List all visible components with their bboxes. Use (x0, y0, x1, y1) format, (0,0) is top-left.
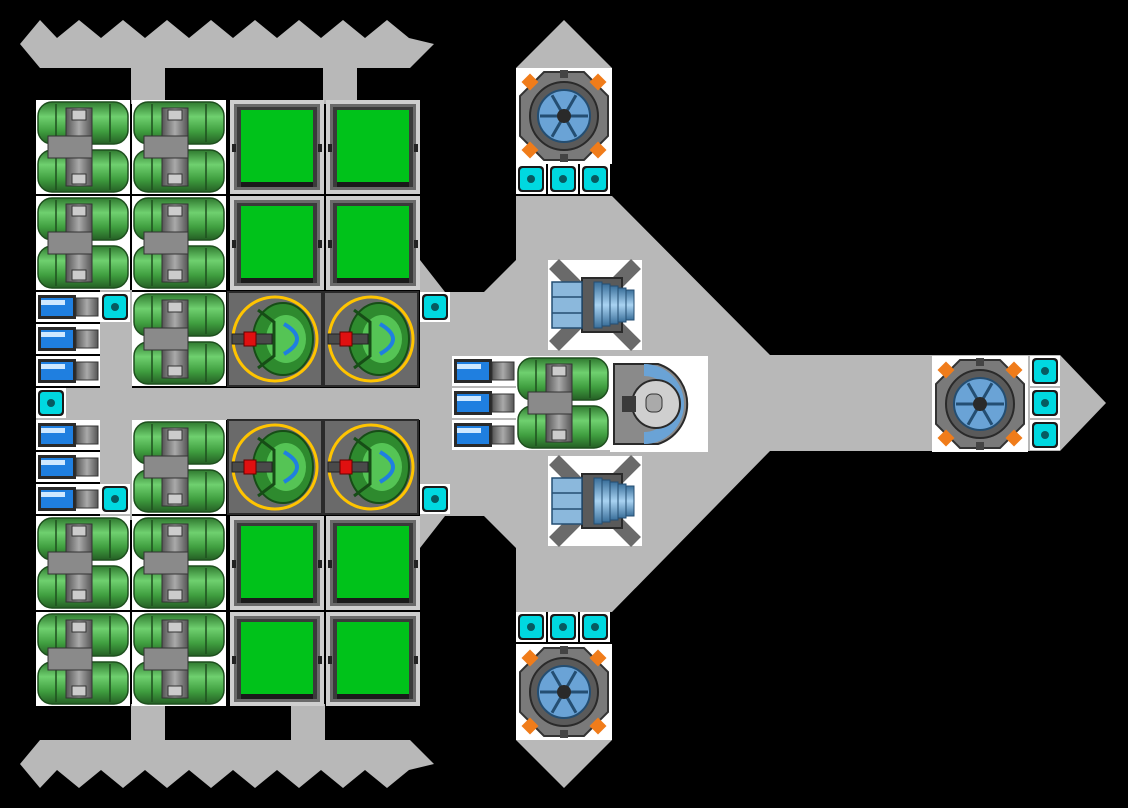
turret (227, 419, 323, 515)
armor-block (230, 612, 324, 706)
connector-node (580, 164, 610, 194)
bottom-strut-right (291, 704, 325, 744)
connector-node (420, 484, 450, 514)
bottom-fin (516, 740, 612, 788)
connector-node (1030, 420, 1060, 450)
connector-node (516, 164, 546, 194)
left-spine (100, 290, 132, 520)
thruster (548, 455, 642, 547)
fuel-tank (132, 196, 226, 290)
battery-cell (36, 484, 100, 514)
fuel-tank (36, 516, 130, 610)
armor-block (326, 516, 420, 610)
connector-node (36, 388, 66, 418)
battery-cell (36, 420, 100, 450)
armor-block (230, 516, 324, 610)
connector-node (1030, 356, 1060, 386)
armor-block (326, 612, 420, 706)
fuel-tank (36, 196, 130, 290)
turret (323, 291, 419, 387)
connector-node (548, 612, 578, 642)
battery-cell (452, 420, 516, 450)
battery-cell (36, 292, 100, 322)
bottom-strut-left (131, 704, 165, 744)
top-strut-left (131, 64, 165, 104)
thruster (548, 259, 642, 351)
fuel-tank (36, 612, 130, 706)
connector-node (1030, 388, 1060, 418)
battery-cell (36, 452, 100, 482)
armor-block (230, 100, 324, 194)
top-fin (516, 20, 612, 68)
fuel-tank (132, 292, 226, 386)
fuel-tank (132, 420, 226, 514)
connector-node (516, 612, 546, 642)
turret (323, 419, 419, 515)
fuel-tank (132, 100, 226, 194)
connector-node (548, 164, 578, 194)
fuel-tank (36, 100, 130, 194)
fuel-tank (132, 612, 226, 706)
turret (227, 291, 323, 387)
bottom-rail (20, 740, 434, 788)
battery-cell (452, 388, 516, 418)
reactor-core (932, 356, 1028, 452)
connector-node (100, 484, 130, 514)
battery-cell (36, 324, 100, 354)
connector-node (580, 612, 610, 642)
connector-node (420, 292, 450, 322)
reactor-core (516, 68, 612, 164)
top-strut-right (323, 64, 357, 104)
fuel-tank (516, 356, 610, 450)
battery-cell (36, 356, 100, 386)
armor-block (326, 196, 420, 290)
armor-block (230, 196, 324, 290)
fuel-tank (132, 516, 226, 610)
left-corridor (36, 388, 456, 420)
top-rail (20, 20, 434, 68)
connector-node (100, 292, 130, 322)
cockpit (610, 356, 708, 452)
reactor-core (516, 644, 612, 740)
battery-cell (452, 356, 516, 386)
armor-block (326, 100, 420, 194)
